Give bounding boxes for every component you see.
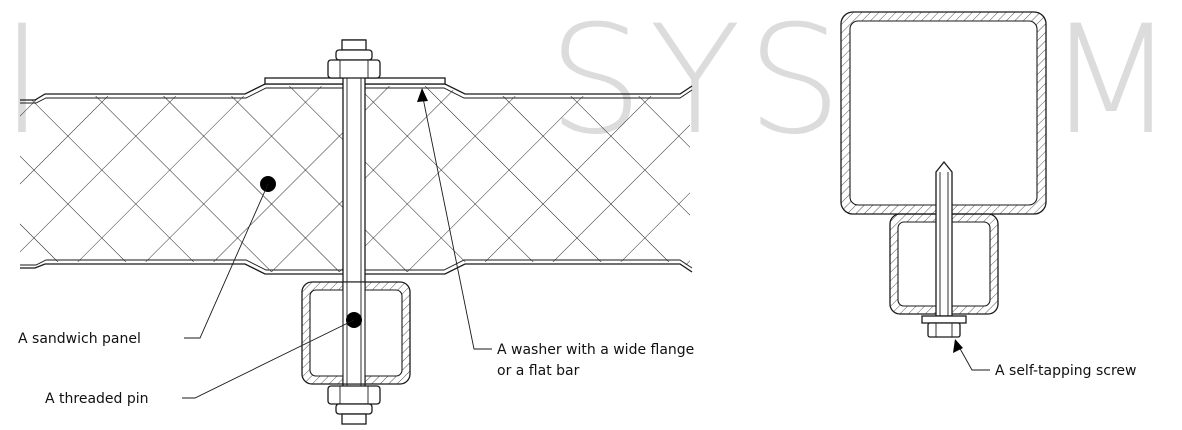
screw-leader	[953, 339, 990, 371]
top-nut	[327, 39, 381, 79]
self-tapping-screw	[921, 160, 967, 338]
label-washer-line2: or a flat bar	[497, 363, 580, 379]
bottom-nut	[327, 385, 381, 425]
square-tube-left	[301, 281, 411, 385]
label-self-tapping-screw: A self-tapping screw	[995, 363, 1136, 379]
leader-lines	[182, 88, 492, 399]
label-washer-line1: A washer with a wide flange	[497, 342, 694, 358]
label-threaded-pin: A threaded pin	[45, 391, 149, 407]
square-tube-large	[840, 11, 1047, 215]
label-sandwich-panel: A sandwich panel	[18, 331, 141, 347]
